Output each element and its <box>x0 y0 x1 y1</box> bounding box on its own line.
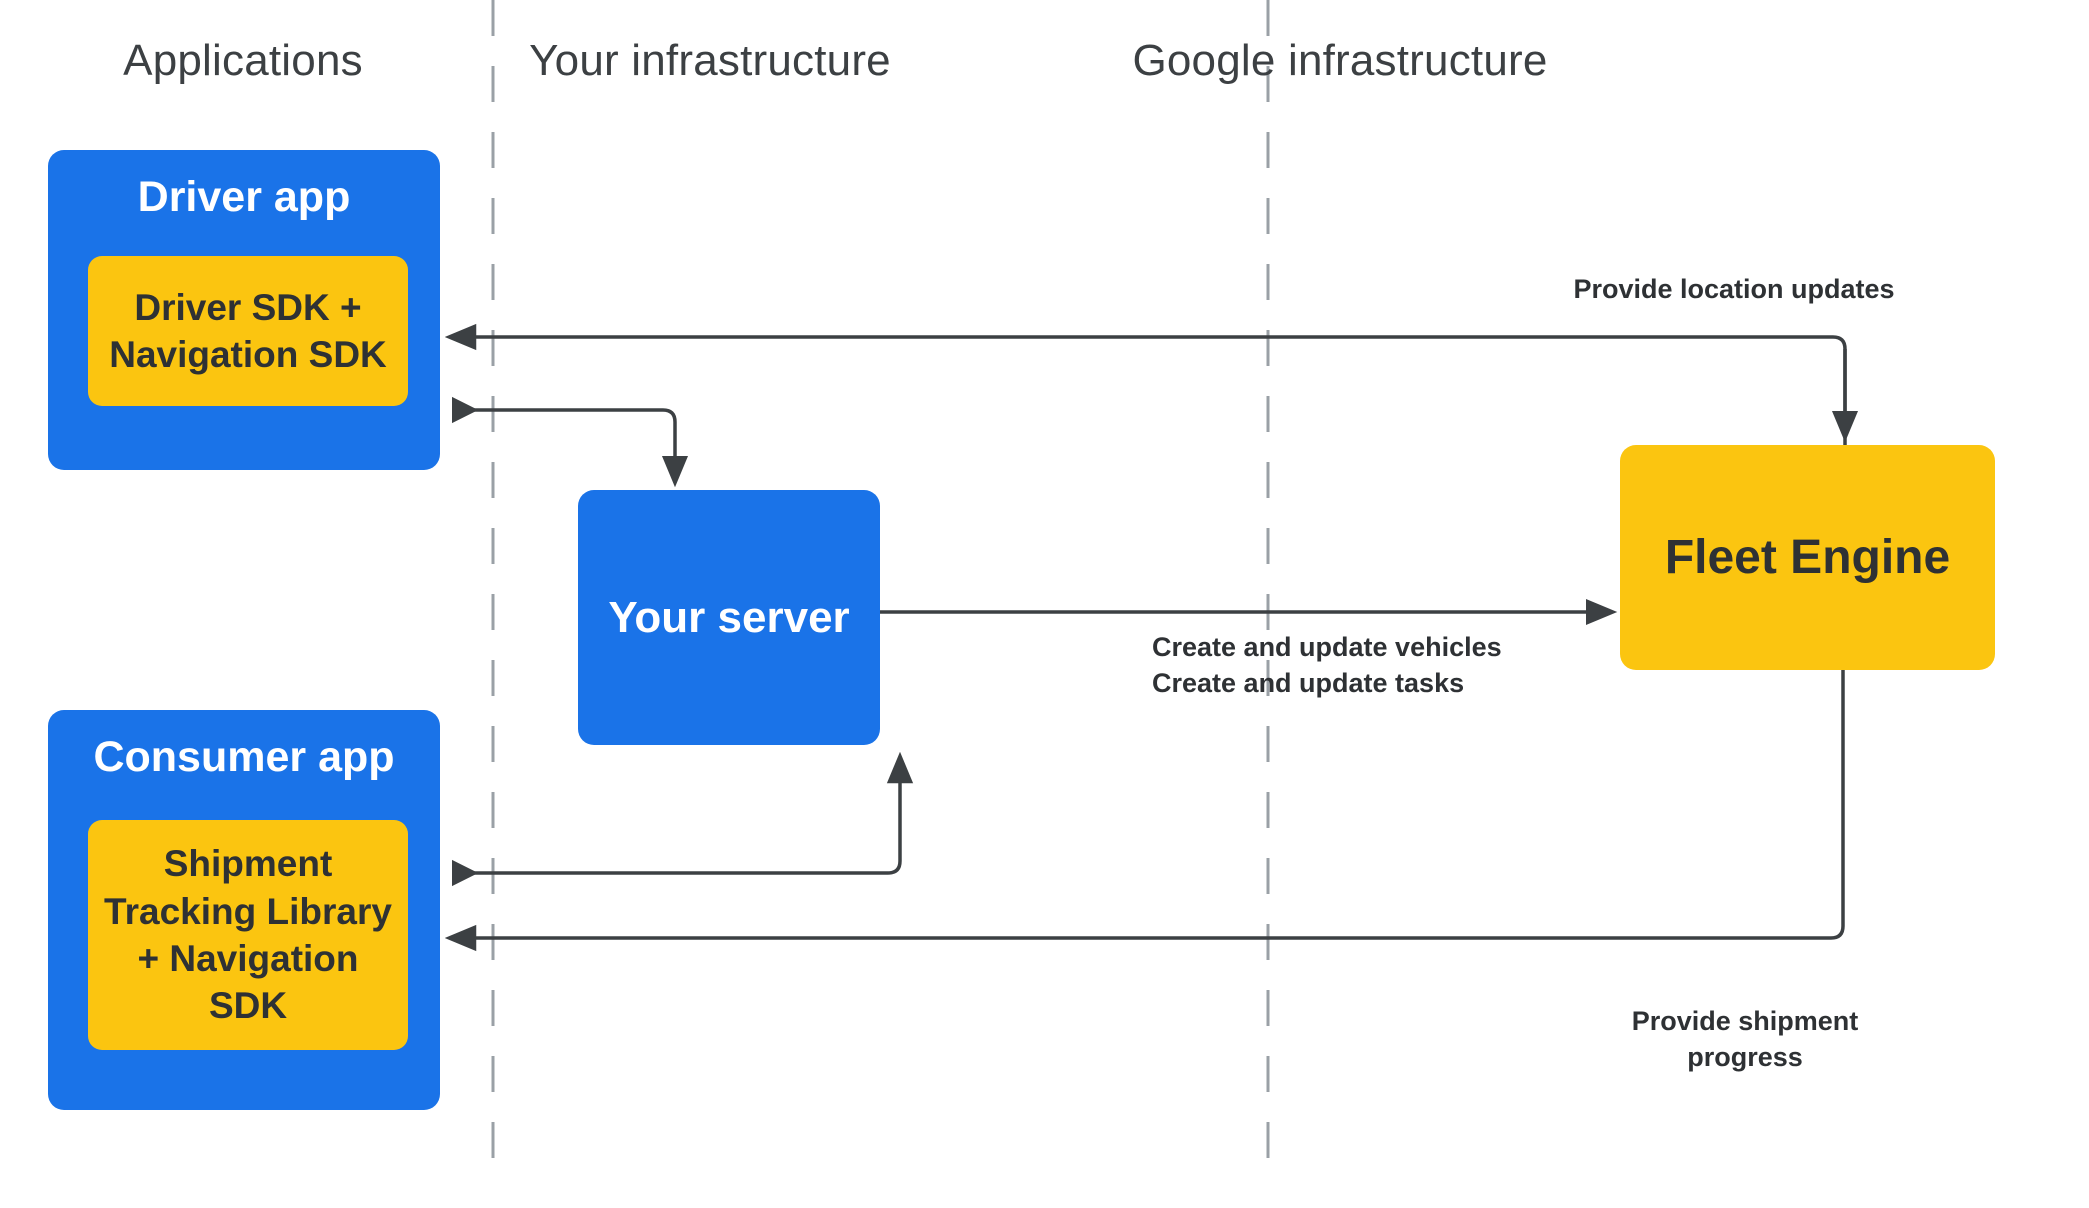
shipment-tracking-label: Shipment Tracking Library + Navigation S… <box>104 843 392 1027</box>
node-fleet-engine[interactable]: Fleet Engine <box>1620 445 1995 670</box>
edge-driver-app-your-server <box>452 396 689 488</box>
column-header-your-infrastructure: Your infrastructure <box>529 36 891 85</box>
edge-label-create-and-update: Create and update vehicles Create and up… <box>1152 632 1502 698</box>
driver-sdk-label: Driver SDK + Navigation SDK <box>109 286 387 375</box>
node-shipment-tracking-library[interactable]: Shipment Tracking Library + Navigation S… <box>88 820 408 1050</box>
consumer-app-title: Consumer app <box>93 733 395 781</box>
edge-fleet-engine-to-driver-sdk <box>444 323 1859 445</box>
edge-fleet-engine-to-shipment-tracking <box>444 670 1845 952</box>
node-your-server[interactable]: Your server <box>578 490 880 745</box>
node-driver-sdk[interactable]: Driver SDK + Navigation SDK <box>88 256 408 406</box>
driver-app-title: Driver app <box>137 173 351 221</box>
column-header-applications: Applications <box>123 36 363 85</box>
column-header-google-infrastructure: Google infrastructure <box>1132 36 1548 85</box>
your-server-label: Your server <box>608 592 850 642</box>
fleet-engine-label: Fleet Engine <box>1664 531 1951 584</box>
edge-label-provide-location-updates: Provide location updates <box>1573 274 1895 304</box>
edge-consumer-app-your-server <box>452 751 914 887</box>
edge-label-provide-shipment-progress: Provide shipment progress <box>1631 1006 1859 1072</box>
